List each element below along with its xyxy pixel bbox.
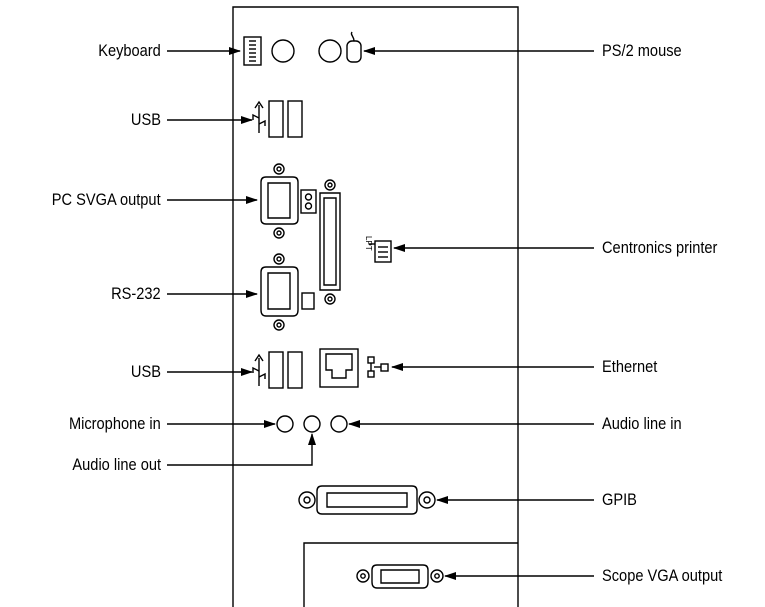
lpt-marking: LPT	[364, 236, 373, 251]
microphone-in-label: Microphone in	[69, 414, 161, 433]
usb-bottom-icon	[252, 353, 266, 386]
centronics-printer-port	[319, 179, 341, 305]
audio-line-out-label: Audio line out	[72, 455, 161, 474]
rs232-port	[260, 253, 299, 331]
keyboard-label: Keyboard	[98, 41, 161, 60]
centronics-printer-label: Centronics printer	[602, 238, 718, 257]
pc-svga-port	[260, 163, 299, 239]
usb-bottom-port-1	[268, 351, 284, 389]
keyboard-port	[271, 39, 295, 63]
mouse-port	[318, 39, 342, 63]
usb-top-port-2	[287, 100, 303, 138]
usb-bottom-port-2	[287, 351, 303, 389]
usb-top-label: USB	[130, 110, 161, 129]
scope-vga-output-label: Scope VGA output	[602, 566, 723, 585]
printer-icon	[369, 240, 392, 263]
video-switch-icon	[300, 189, 317, 214]
ps2-mouse-label: PS/2 mouse	[602, 41, 682, 60]
serial-indicator-icon	[301, 292, 315, 310]
usb-bottom-label: USB	[130, 362, 161, 381]
scope-module-outline	[303, 542, 518, 607]
audio-line-in-jack	[330, 415, 348, 433]
ethernet-port	[319, 348, 359, 388]
pc-svga-output-label: PC SVGA output	[52, 190, 161, 209]
microphone-in-jack	[276, 415, 294, 433]
gpib-port	[298, 485, 436, 515]
rear-panel-outline	[232, 6, 519, 607]
usb-top-icon	[252, 100, 266, 133]
network-icon	[367, 356, 389, 378]
rs232-label: RS-232	[111, 284, 161, 303]
mouse-icon	[346, 31, 362, 63]
audio-line-out-leader	[167, 433, 316, 466]
keyboard-icon	[243, 36, 262, 66]
usb-top-port-1	[268, 100, 284, 138]
audio-line-in-label: Audio line in	[602, 414, 682, 433]
ethernet-label: Ethernet	[602, 357, 658, 376]
gpib-label: GPIB	[602, 490, 637, 509]
scope-vga-port	[356, 564, 444, 589]
audio-line-out-jack	[303, 415, 321, 433]
